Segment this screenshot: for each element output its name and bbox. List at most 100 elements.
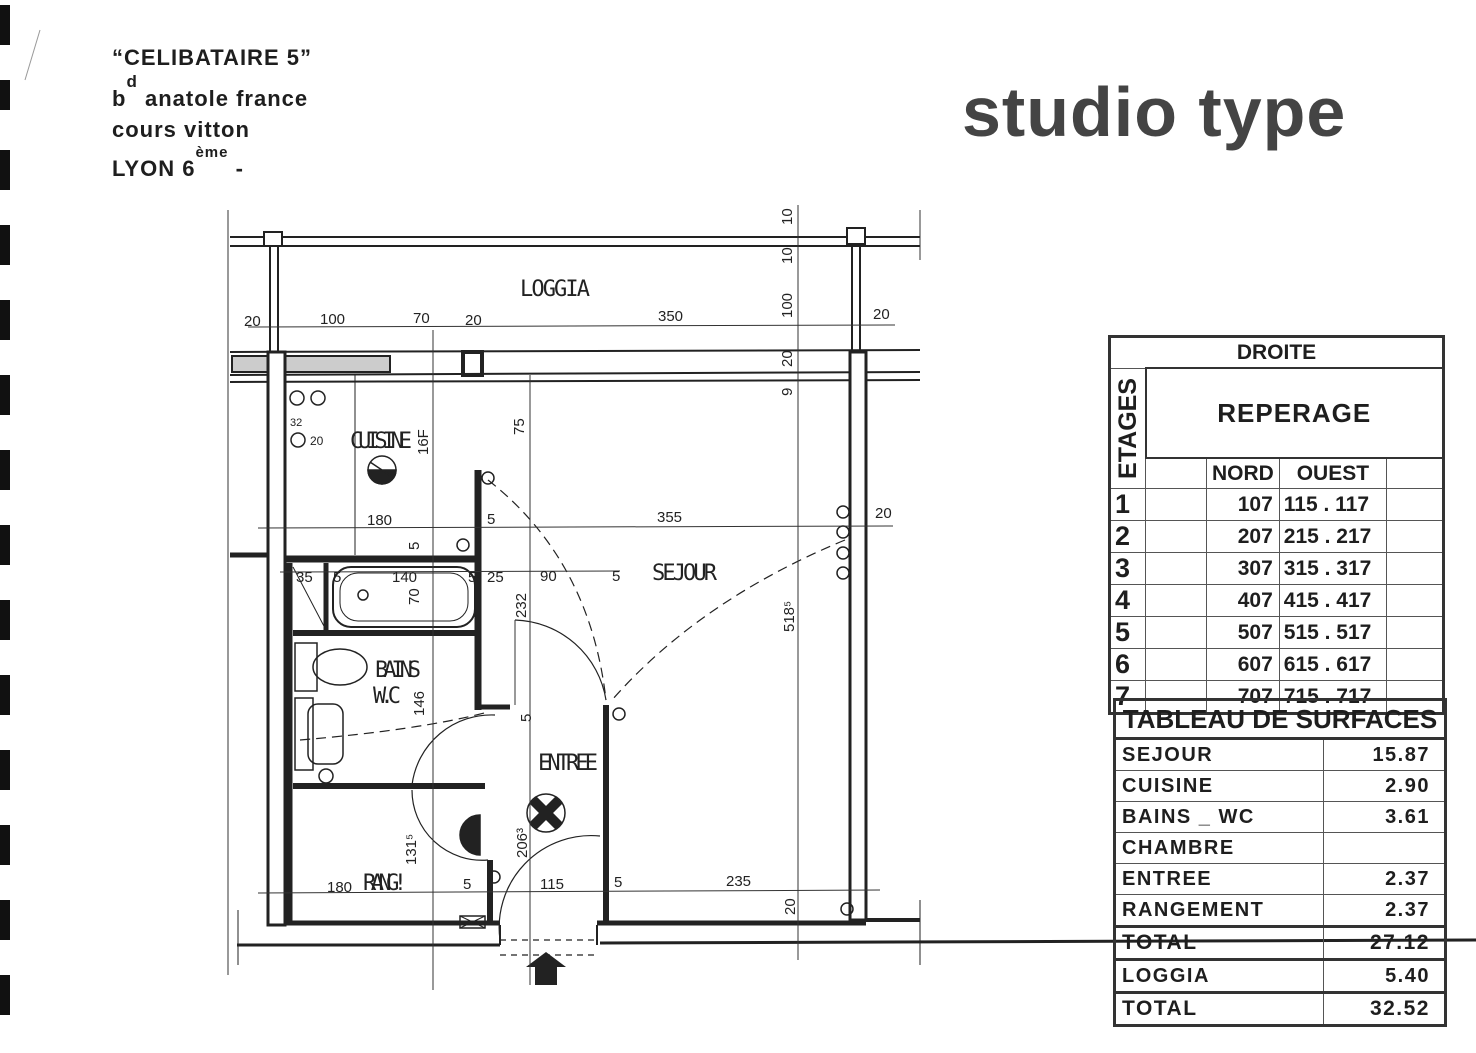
- surface-label: TOTAL: [1114, 925, 1324, 961]
- extract-fan-icon: [367, 455, 397, 485]
- dimension-label: 16F: [415, 429, 432, 455]
- dimension-label: 5: [487, 511, 495, 528]
- surface-value: 2.37: [1323, 863, 1446, 895]
- dimension-label: 355: [657, 509, 682, 526]
- dimension-label: 140: [392, 569, 417, 586]
- project-name: “CELIBATAIRE 5”: [112, 45, 312, 70]
- dimension-label: 518⁵: [781, 601, 798, 632]
- surface-label: CUISINE: [1114, 770, 1324, 802]
- dimension-label: 70: [406, 588, 423, 605]
- dimension-label: 5: [463, 876, 471, 893]
- dimension-label: 5: [612, 568, 620, 585]
- dimension-label: 10: [779, 247, 796, 264]
- socket-icon: [289, 390, 854, 916]
- address-prefix: b: [112, 86, 127, 111]
- surface-value: 2.90: [1323, 770, 1446, 802]
- nord-value: 207: [1206, 520, 1280, 553]
- dimension-label: 20: [875, 505, 892, 522]
- floor-number: 6: [1109, 648, 1146, 681]
- floor-number: 5: [1109, 616, 1146, 649]
- nord-value: 307: [1206, 552, 1280, 585]
- dimension-label: 232: [513, 593, 530, 618]
- light-icon: [459, 814, 481, 856]
- surface-value: 27.12: [1323, 925, 1446, 961]
- room-label-wc: W.C: [373, 684, 401, 709]
- dimension-label: 20: [310, 434, 324, 448]
- surface-label: TOTAL: [1114, 991, 1324, 1027]
- ouest-value: 215 . 217: [1278, 520, 1388, 553]
- surface-label: CHAMBRE: [1114, 832, 1324, 864]
- dimension-label: 206³: [514, 828, 531, 858]
- door-swings: [299, 479, 846, 956]
- dimension-label: 75: [511, 418, 528, 435]
- dimension-label: 180: [327, 879, 352, 896]
- dimension-labels: 20 100 70 20 350 20 10 10 100 20 9 75 18…: [244, 208, 892, 915]
- entrance-arrow-icon: [526, 952, 566, 985]
- pencil-mark: [24, 29, 41, 81]
- dimension-label: 115: [540, 876, 564, 893]
- address-prefix-sup: d: [126, 72, 138, 91]
- address-street: bd anatole france: [112, 73, 312, 114]
- room-label-bains: BAINS: [375, 658, 421, 683]
- dimension-label: 90: [540, 568, 557, 585]
- floors-label: ETAGES: [1113, 377, 1142, 479]
- room-label-entree: ENTREE: [538, 751, 598, 776]
- ouest-value: 415 . 417: [1278, 584, 1388, 617]
- dimension-label: 5: [468, 569, 476, 586]
- surface-label: SEJOUR: [1114, 738, 1324, 771]
- ouest-value: 115 . 117: [1278, 488, 1388, 521]
- reperage-title: REPERAGE: [1144, 367, 1445, 459]
- address-line2: cours vitton: [112, 117, 250, 142]
- surface-value: 2.37: [1323, 894, 1446, 927]
- dimension-label: 20: [873, 306, 890, 323]
- surface-value: 32.52: [1323, 991, 1446, 1027]
- dimension-label: 131⁵: [403, 834, 420, 865]
- surfaces-title: TABLEAU DE SURFACES: [1114, 699, 1446, 740]
- address-city: LYON 6ème -: [112, 145, 312, 184]
- dimension-label: 180: [367, 512, 392, 529]
- dimension-lines: [227, 205, 921, 990]
- city: LYON 6: [112, 156, 196, 181]
- room-label-loggia: LOGGIA: [520, 277, 590, 302]
- surface-label: LOGGIA: [1114, 959, 1324, 993]
- dimension-label: 350: [658, 308, 683, 325]
- floor-number: 3: [1109, 552, 1146, 585]
- ouest-value: 315 . 317: [1278, 552, 1388, 585]
- col-ouest: OUEST: [1278, 457, 1388, 489]
- dimension-label: 100: [320, 311, 345, 328]
- floor-number: 4: [1109, 584, 1146, 617]
- nord-value: 607: [1206, 648, 1280, 681]
- extract-fan-icon: [526, 793, 566, 833]
- street-name: anatole france: [137, 86, 309, 111]
- dimension-label: 20: [782, 898, 799, 915]
- surface-value: 3.61: [1323, 801, 1446, 833]
- dimension-label: 146: [411, 691, 428, 716]
- sink-icon: [294, 697, 344, 784]
- dimension-label: 5: [333, 569, 341, 586]
- room-label-cuisine: CUISINE: [350, 429, 412, 454]
- city-sup: ème: [195, 144, 229, 161]
- room-labels: LOGGIA CUISINE SEJOUR BAINS W.C ENTREE R…: [350, 277, 718, 896]
- col-nord: NORD: [1206, 457, 1280, 489]
- dimension-label: 35: [296, 569, 313, 586]
- dimension-label: 5: [614, 874, 622, 891]
- fixtures: [289, 390, 854, 916]
- ouest-value: 515 . 517: [1278, 616, 1388, 649]
- side-header: DROITE: [1109, 336, 1444, 369]
- floors-label-cell: ETAGES: [1109, 367, 1146, 489]
- dimension-label: 70: [413, 310, 430, 327]
- room-label-rangement: RANG!: [363, 871, 407, 896]
- drain-icon: [357, 589, 369, 601]
- surface-label: ENTREE: [1114, 863, 1324, 895]
